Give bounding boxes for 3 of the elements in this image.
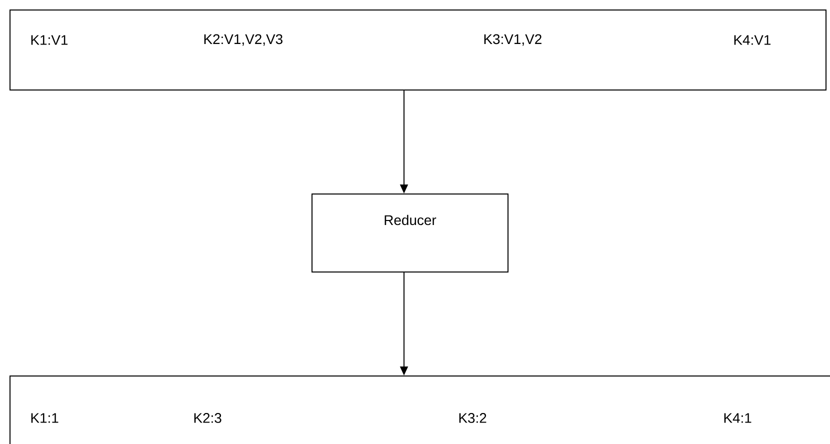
process-box: Reducer (312, 194, 508, 272)
box-panel: K1:V1 K2:V1,V2,V3 K3:V1,V2 K4:V1 (10, 10, 826, 90)
box-panel: K1:1 K2:3 K3:2 K4:1 (10, 376, 830, 444)
